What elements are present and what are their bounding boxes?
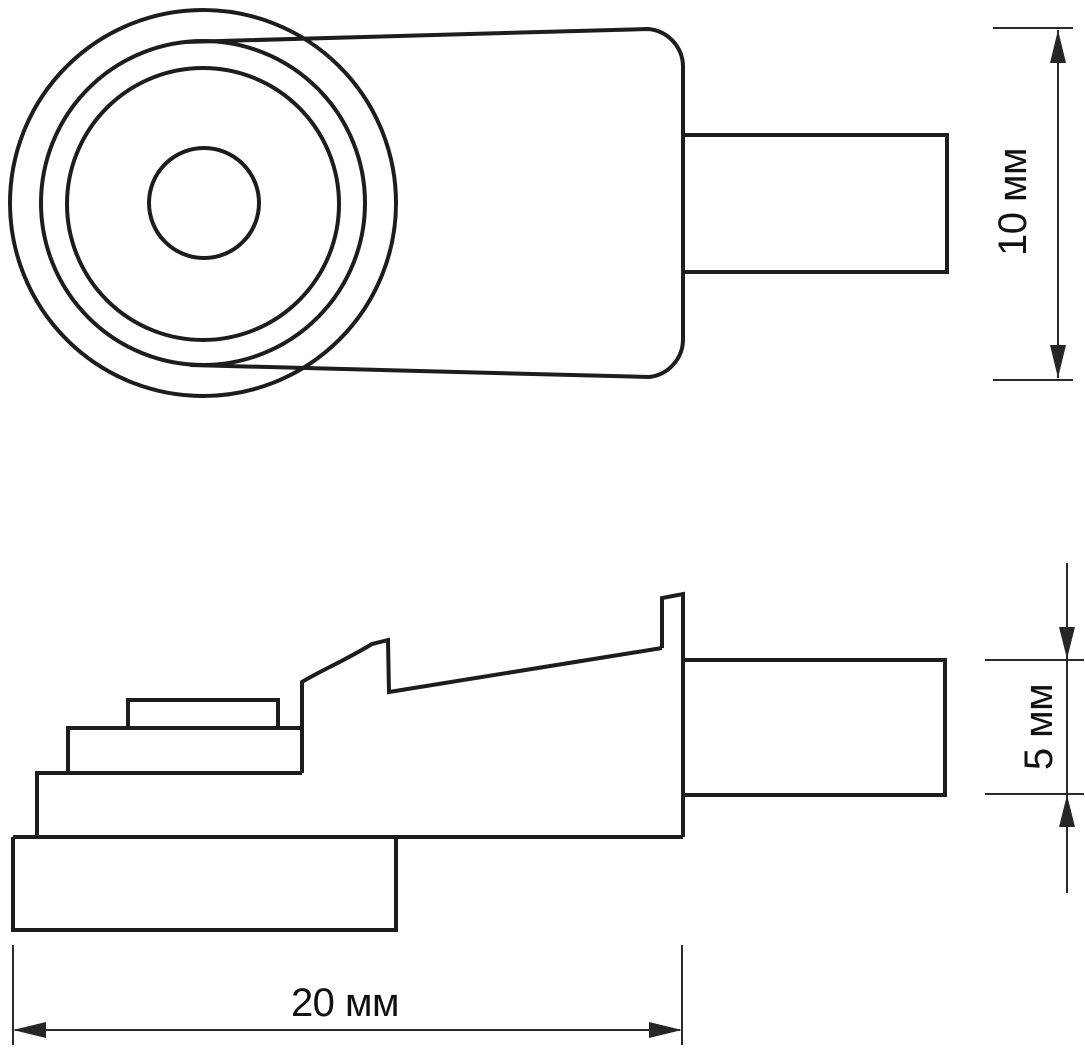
side-view — [11, 591, 947, 932]
outer-circle — [8, 8, 398, 398]
dimension-20mm: 20 мм — [12, 945, 683, 1045]
center-hole-circle — [147, 146, 261, 260]
top-view — [8, 8, 949, 398]
dim5-label: 5 мм — [1017, 684, 1061, 770]
dimension-10mm: 10 мм — [991, 27, 1073, 381]
top-block-outline — [126, 698, 280, 728]
notch-right-edge-outline — [660, 591, 685, 837]
flange-circle — [39, 39, 367, 367]
dim10-label: 10 мм — [991, 148, 1035, 256]
dim20-arrow-right — [649, 1022, 682, 1038]
pin-top-view-outline — [683, 133, 949, 274]
dimension-5mm: 5 мм — [985, 563, 1084, 893]
dim10-arrow-down — [1050, 345, 1066, 378]
dim20-label: 20 мм — [291, 981, 399, 1025]
inner-rim-circle — [65, 66, 341, 342]
dim20-arrow-left — [13, 1022, 46, 1038]
dim5-arrow-up — [1059, 795, 1075, 827]
pin-side-view-outline — [683, 658, 947, 797]
step1-outline — [35, 771, 302, 837]
latch-spout-outline — [300, 637, 663, 773]
cap-body-outline — [184, 26, 686, 380]
dim10-arrow-up — [1050, 30, 1066, 63]
dim5-arrow-down — [1059, 627, 1075, 659]
base-plate-outline — [11, 837, 398, 932]
step2-outline — [66, 726, 302, 773]
